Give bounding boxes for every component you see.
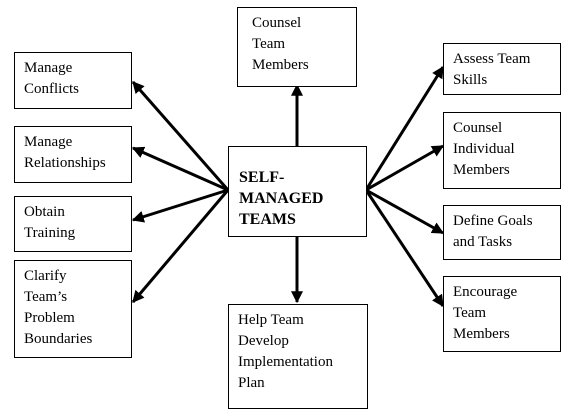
right-node-counsel-individual: Counsel Individual Members	[443, 112, 561, 189]
right-node-encourage-members: Encourage Team Members	[443, 276, 561, 352]
bottom-node: Help Team Develop Implementation Plan	[228, 304, 368, 409]
arrow-to-assess-skills	[364, 65, 445, 191]
left-node-obtain-training: Obtain Training	[14, 196, 132, 252]
top-node: Counsel Team Members	[237, 7, 357, 87]
arrow-to-obtain-training	[131, 188, 229, 223]
left-node-manage-conflicts: Manage Conflicts	[14, 52, 132, 109]
arrow-to-clarify-boundaries	[131, 189, 230, 303]
arrow-to-manage-conflicts	[131, 81, 230, 191]
arrow-to-manage-relationships	[131, 146, 229, 192]
center-node: SELF- MANAGED TEAMS	[228, 146, 367, 237]
left-node-manage-relationships: Manage Relationships	[14, 126, 132, 183]
right-node-define-goals: Define Goals and Tasks	[443, 205, 561, 260]
right-node-assess-skills: Assess Team Skills	[443, 43, 561, 95]
arrow-to-define-goals	[365, 188, 445, 235]
arrow-to-counsel-individual	[365, 144, 445, 192]
left-node-clarify-boundaries: Clarify Team’s Problem Boundaries	[14, 260, 132, 358]
arrow-to-encourage-members	[364, 189, 445, 307]
